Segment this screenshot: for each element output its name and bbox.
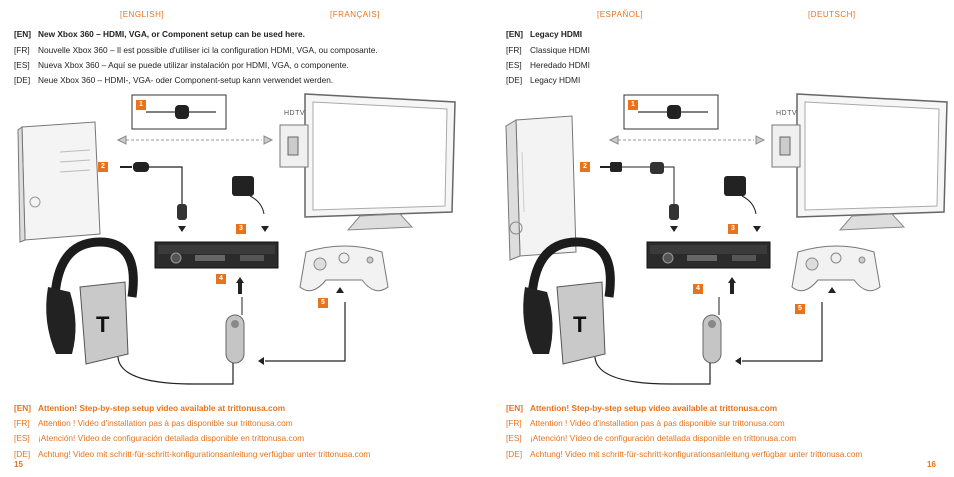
intro-en: [EN]Legacy HDMI xyxy=(506,29,583,39)
header-espanol: [ESPAÑOL] xyxy=(597,10,644,19)
step-4-badge: 4 xyxy=(693,284,703,294)
header-deutsch: [DEUTSCH] xyxy=(808,10,856,19)
left-page: [ENGLISH] [FRANÇAIS] [EN]New Xbox 360 – … xyxy=(0,10,477,469)
step-1-badge: 1 xyxy=(136,100,146,110)
hdtv-label: HDTV xyxy=(776,110,798,117)
step-5-badge: 5 xyxy=(795,304,805,314)
intro-fr: [FR]Nouvelle Xbox 360 – Il est possible … xyxy=(14,45,378,55)
step-3-badge: 3 xyxy=(236,224,246,234)
intro-de: [DE]Legacy HDMI xyxy=(506,75,581,85)
footer-en: [EN]Attention! Step-by-step setup video … xyxy=(14,403,286,413)
svg-text:T: T xyxy=(573,312,587,337)
step-5-badge: 5 xyxy=(318,298,328,308)
right-page: [ESPAÑOL] [DEUTSCH] [EN]Legacy HDMI [FR]… xyxy=(477,0,954,477)
intro-en: [EN]New Xbox 360 – HDMI, VGA, or Compone… xyxy=(14,29,305,39)
footer-en: [EN]Attention! Step-by-step setup video … xyxy=(506,403,778,413)
page-number: 15 xyxy=(14,460,23,469)
footer-es: [ES]¡Atención! Vídeo de configuración de… xyxy=(506,433,797,443)
intro-de: [DE]Neue Xbox 360 – HDMI-, VGA- oder Com… xyxy=(14,75,334,85)
step-4-badge: 4 xyxy=(216,274,226,284)
header-francais: [FRANÇAIS] xyxy=(330,10,380,19)
intro-es: [ES]Nueva Xbox 360 – Aquí se puede utili… xyxy=(14,60,349,70)
step-2-badge: 2 xyxy=(580,162,590,172)
footer-fr: [FR]Attention ! Vidéo d'installation pas… xyxy=(506,418,785,428)
footer-de: [DE]Achtung! Video mit schritt-für-schri… xyxy=(14,449,371,459)
header-english: [ENGLISH] xyxy=(120,10,165,19)
step-3-badge: 3 xyxy=(728,224,738,234)
svg-text:T: T xyxy=(96,312,110,337)
setup-diagram: T 1 2 3 4 5 HDTV xyxy=(492,92,954,392)
footer-de: [DE]Achtung! Video mit schritt-für-schri… xyxy=(506,449,863,459)
step-1-badge: 1 xyxy=(628,100,638,110)
setup-diagram: T 1 2 3 4 5 HDTV xyxy=(0,92,477,392)
footer-es: [ES]¡Atención! Vídeo de configuración de… xyxy=(14,433,305,443)
hdtv-label: HDTV xyxy=(284,110,306,117)
intro-fr: [FR]Classique HDMI xyxy=(506,45,590,55)
intro-es: [ES]Heredado HDMI xyxy=(506,60,590,70)
setup-illustration: T xyxy=(17,93,456,385)
footer-fr: [FR]Attention ! Vidéo d'installation pas… xyxy=(14,418,293,428)
setup-illustration: T xyxy=(505,93,948,385)
step-2-badge: 2 xyxy=(98,162,108,172)
page-number: 16 xyxy=(927,460,936,469)
